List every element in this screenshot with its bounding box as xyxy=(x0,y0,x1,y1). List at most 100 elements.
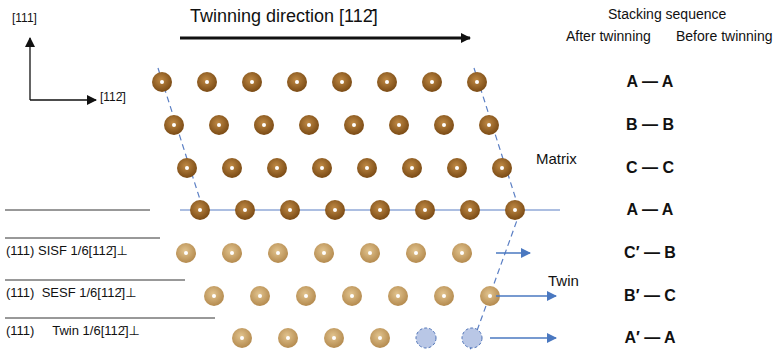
atom xyxy=(452,243,472,263)
atom-center xyxy=(217,123,221,127)
axis-arrow xyxy=(30,99,96,100)
atom xyxy=(460,200,480,220)
fault-label: (111) Twin 1/6[112̄]⊥ xyxy=(6,324,140,339)
atom xyxy=(254,115,274,135)
atom xyxy=(268,243,288,263)
stacking-row: A — A xyxy=(627,73,674,91)
vacant-atom xyxy=(416,328,436,348)
atom-center xyxy=(350,294,354,298)
atom xyxy=(388,286,408,306)
atom-center xyxy=(442,294,446,298)
atom xyxy=(287,72,307,92)
atom-center xyxy=(430,80,434,84)
atom-center xyxy=(352,123,356,127)
atom xyxy=(209,115,229,135)
atom-center xyxy=(230,251,234,255)
atom-center xyxy=(160,80,164,84)
atom-center xyxy=(396,294,400,298)
region-label: Twin xyxy=(548,272,579,289)
atom xyxy=(177,158,197,178)
atom xyxy=(235,200,255,220)
atom-center xyxy=(250,80,254,84)
atom xyxy=(222,158,242,178)
atom xyxy=(360,243,380,263)
stacking-row: B′ — C xyxy=(624,287,676,305)
atom-center xyxy=(304,294,308,298)
atom xyxy=(232,328,252,348)
atom xyxy=(250,286,270,306)
atom-center xyxy=(320,166,324,170)
atom xyxy=(152,72,172,92)
plane-line xyxy=(5,238,160,239)
atom xyxy=(342,286,362,306)
stacking-row: A′ — A xyxy=(624,329,675,347)
column-heading: Stacking sequence xyxy=(608,6,726,22)
vacant-atom xyxy=(462,328,482,348)
atom xyxy=(267,158,287,178)
atom-center xyxy=(487,123,491,127)
plane-line xyxy=(5,280,185,281)
atom xyxy=(344,115,364,135)
atom-center xyxy=(295,80,299,84)
atom-center xyxy=(212,294,216,298)
atom xyxy=(406,243,426,263)
atom xyxy=(164,115,184,135)
atom-center xyxy=(286,336,290,340)
atom-center xyxy=(262,123,266,127)
axis-arrow xyxy=(29,38,30,100)
fault-label: (111) SESF 1/6[112̄]⊥ xyxy=(6,286,137,301)
atom-center xyxy=(378,336,382,340)
atom-center xyxy=(243,208,247,212)
axis-label: [112̄] xyxy=(100,91,126,105)
atom-center xyxy=(385,80,389,84)
atom-center xyxy=(455,166,459,170)
atom xyxy=(197,72,217,92)
atom-center xyxy=(397,123,401,127)
plane-line xyxy=(5,210,150,211)
atom-center xyxy=(500,166,504,170)
atom xyxy=(314,243,334,263)
atom xyxy=(422,72,442,92)
stacking-row: C — C xyxy=(626,159,674,177)
atom-center xyxy=(423,208,427,212)
atom-center xyxy=(340,80,344,84)
atom xyxy=(492,158,512,178)
atom-center xyxy=(414,251,418,255)
column-heading: Before twinning xyxy=(676,28,773,44)
atom-center xyxy=(332,336,336,340)
atom xyxy=(357,158,377,178)
atom-center xyxy=(442,123,446,127)
atom xyxy=(447,158,467,178)
region-label: Matrix xyxy=(536,150,577,167)
atom-center xyxy=(365,166,369,170)
atom-center xyxy=(410,166,414,170)
direction-title: Twinning direction [112̄] xyxy=(190,6,378,27)
atom-center xyxy=(333,208,337,212)
atom xyxy=(299,115,319,135)
stacking-row: A — A xyxy=(627,201,674,219)
atom-center xyxy=(488,294,492,298)
atom-center xyxy=(475,80,479,84)
shift-arrow xyxy=(496,252,530,254)
direction-arrow xyxy=(180,37,470,40)
atom xyxy=(370,328,390,348)
atom xyxy=(278,328,298,348)
atom xyxy=(505,200,525,220)
atom-center xyxy=(184,251,188,255)
atom xyxy=(296,286,316,306)
atom xyxy=(377,72,397,92)
atom-center xyxy=(275,166,279,170)
atom xyxy=(324,328,344,348)
atom-center xyxy=(288,208,292,212)
atom-center xyxy=(468,208,472,212)
atom-center xyxy=(307,123,311,127)
fault-label: (111) SISF 1/6[112̄]⊥ xyxy=(6,244,128,259)
atom xyxy=(312,158,332,178)
atom xyxy=(190,200,210,220)
atom xyxy=(415,200,435,220)
atom xyxy=(325,200,345,220)
atom-center xyxy=(172,123,176,127)
atom-center xyxy=(276,251,280,255)
stacking-row: B — B xyxy=(626,116,674,134)
atom-center xyxy=(322,251,326,255)
